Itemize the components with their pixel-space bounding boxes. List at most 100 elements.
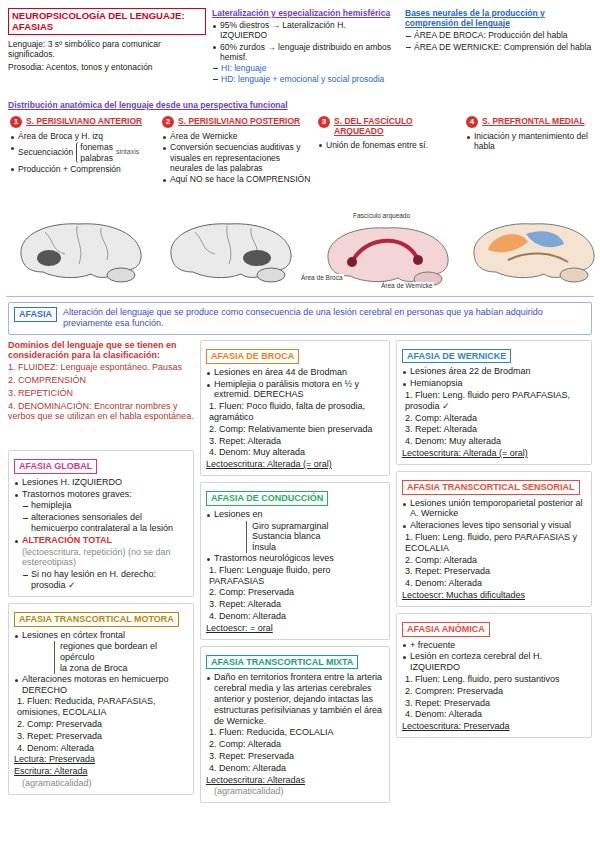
box-text: Lesiones área 22 de Brodman [402, 366, 586, 377]
box-text: Lectoescritura: Preservada [402, 721, 586, 732]
box-text: 3. Repet: Preservada [206, 751, 384, 762]
box-text: 2. Comp: Alterada [206, 739, 384, 750]
bullet-text: 95% diestros → Lateralización H. IZQUIER… [212, 20, 394, 40]
box-text: Lesiones H. IZQUIERDO [14, 477, 188, 488]
box-text: ALTERACIÓN TOTAL [14, 535, 188, 546]
subsystem-heading: S. PERISILVIANO POSTERIOR [178, 116, 300, 126]
box-text: Hemianopsia [402, 378, 586, 389]
aphasia-box: AFASIA DE BROCALesiones en área 44 de Br… [200, 340, 390, 476]
brace-item: fonemas [80, 142, 113, 152]
definition-text: Lenguaje: 3 sº simbólico para comunicar … [8, 39, 200, 59]
definition-text: Prosodia: Acentos, tonos y entonación [8, 62, 200, 72]
subsystem-heading-row: 2 S. PERISILVIANO POSTERIOR [162, 116, 312, 128]
subsystem-heading: S. PREFRONTAL MEDIAL [482, 116, 585, 126]
callout-number: 2 [162, 116, 174, 128]
box-text: Hemiplejia o parálisis motora en ½ y ext… [206, 379, 384, 401]
side-note: sintaxis [116, 148, 139, 156]
box-text: 3. Repet: Preservada [402, 566, 586, 577]
box-text: alteraciones sensoriales del hemicuerpo … [22, 512, 188, 534]
bullet-text: Área de Broca y H. izq [10, 131, 156, 141]
separator-line [6, 296, 594, 297]
bullet-text: Área de Wernicke [162, 131, 312, 141]
box-text: 4. Denom: Muy alterada [402, 436, 586, 447]
box-text: 2. Comp: Preservada [14, 719, 188, 730]
box-heading: AFASIA [14, 307, 57, 322]
lateralization-group: Lateralización y especialización hemisfé… [212, 8, 394, 85]
callout-number: 4 [466, 116, 478, 128]
box-heading: AFASIA TRANSCORTICAL SENSORIAL [402, 480, 580, 495]
box-text: la zona de Broca [54, 663, 188, 674]
box-text: 2. Comp: Alterada [402, 555, 586, 566]
aphasia-box: AFASIA GLOBALLesiones H. IZQUIERDOTrasto… [8, 450, 194, 597]
box-text: + frecuente [402, 640, 586, 651]
bullet-text: Conversión secuencias auditivas y visual… [162, 142, 312, 173]
domain-item: 2. COMPRENSIÓN [8, 375, 194, 386]
box-text: Lesiones unión temporoparietal posterior… [402, 498, 586, 520]
box-text: Daño en territorios frontera entre la ar… [206, 672, 384, 726]
dash-text: HI: lenguaje [212, 63, 394, 73]
box-heading: AFASIA DE WERNICKE [402, 349, 511, 364]
brace-item: palabras [80, 153, 113, 163]
aphasia-box: AFASIA TRANSCORTICAL SENSORIAL Lesiones u… [396, 471, 592, 607]
aphasia-box: AFASIA TRANSCORTICAL MOTORALesiones en c… [8, 603, 194, 795]
dash-text: HD: lenguaje + emocional y social prosod… [212, 74, 394, 84]
section-heading: Lateralización y especialización hemisfé… [212, 8, 394, 18]
distribution-heading-group: Distribución anatómica del lenguaje desd… [8, 100, 592, 112]
definition-box: AFASIAAlteración del lenguaje que se pro… [8, 302, 592, 335]
figure-label: Área de Wernicke [380, 282, 434, 289]
callout-number: 1 [10, 116, 22, 128]
box-text: Lectura: Preservada [14, 754, 188, 765]
box-text: 4. Denom: Alterada [14, 743, 188, 754]
brain-posterior [171, 224, 291, 282]
neural-bases-group: Bases neurales de la producción y compre… [405, 8, 593, 53]
box-heading: AFASIA DE CONDUCCIÓN [206, 491, 328, 506]
intro-group: Lenguaje: 3 sº simbólico para comunicar … [8, 39, 200, 76]
box-text: 1. Fluen: Poco fluido, falta de prosodia… [206, 401, 384, 423]
box-text: Lesión en corteza cerebral del H. IZQUIE… [402, 651, 586, 673]
box-heading: AFASIA DE BROCA [206, 349, 299, 364]
box-text: Trastornos neurológicos leves [206, 553, 384, 564]
brain-arcuate [328, 228, 448, 286]
aphasia-box: AFASIA DE CONDUCCIÓNLesiones enGiro supr… [200, 482, 390, 640]
domain-item: 3. REPETICIÓN [8, 388, 194, 399]
box-text: Lectoescr: = oral [206, 623, 384, 634]
domain-item: 4. DENOMINACIÓN: Encontrar nombres y ver… [8, 401, 194, 423]
page-title: NEUROPSICOLOGÍA DEL LENGUAJE: AFASIAS [8, 8, 206, 35]
bullet-text: Iniciación y mantenimiento del habla [466, 131, 594, 151]
box-text: Giro supramarginal [246, 521, 384, 532]
brain-medial [474, 224, 594, 282]
box-text: 3. Repet: Alterada [206, 436, 384, 447]
brain-anterior [21, 224, 141, 282]
aphasia-box: AFASIA DE WERNICKE Lesiones área 22 de Br… [396, 340, 592, 465]
domain-item: 1. FLUIDEZ: Lenguaje espontáneo. Pausas [8, 362, 194, 373]
box-text: 2. Compren: Preservada [402, 686, 586, 697]
subsystem-heading-row: 4 S. PREFRONTAL MEDIAL [466, 116, 594, 128]
box-text: Sustancia blanca [246, 531, 384, 542]
aphasia-box: AFASIA ANÓMICA+ frecuenteLesión en corte… [396, 613, 592, 738]
brace-group: fonemaspalabras [76, 142, 113, 162]
box-text: 3. Repet: Alterada [402, 424, 586, 435]
dash-text: ÁREA DE BROCA: Producción del habla [405, 30, 593, 40]
subsystem-heading: S. PERISILVIANO ANTERIOR [26, 116, 142, 126]
box-text: hemiplejia [22, 500, 188, 511]
box-text: Escritura: Alterada [14, 766, 188, 777]
brain-illustrations: Fascículo arqueadoÁrea de BrocaÁrea de W… [0, 212, 600, 292]
box-text: Lectoescritura: Alterada (= oral) [402, 448, 586, 459]
box-text: Lectoescritura: Alteradas [206, 775, 384, 786]
bullet-text: Aquí NO se hace la COMPRENSIÓN [162, 174, 312, 184]
box-text: 1. Fluen: Lenguaje fluido, pero PARAFASI… [206, 565, 384, 587]
box-text: 4. Denom: Alterada [402, 578, 586, 589]
box-text: Lectoescr: Muchas dificultades [402, 590, 586, 601]
box-text: (agramaticalidad) [214, 786, 384, 797]
box-text: Alteraciones motoras en hemicuerpo DEREC… [14, 674, 188, 696]
section-heading: Bases neurales de la producción y compre… [405, 8, 593, 28]
bullet-text: Secuenciación [18, 147, 73, 157]
figure-label: Área de Broca [300, 274, 344, 281]
section-heading: Distribución anatómica del lenguaje desd… [8, 100, 592, 110]
box-text: 1. Fluen: Reducida, PARAFASIAS, omisione… [14, 696, 188, 718]
box-text: 3. Repet: Alterada [206, 599, 384, 610]
subsystem-column: 2 S. PERISILVIANO POSTERIOR Área de Wernic… [162, 116, 312, 185]
callout-number: 3 [318, 116, 330, 128]
box-text: 3. Repet: Preservada [402, 698, 586, 709]
